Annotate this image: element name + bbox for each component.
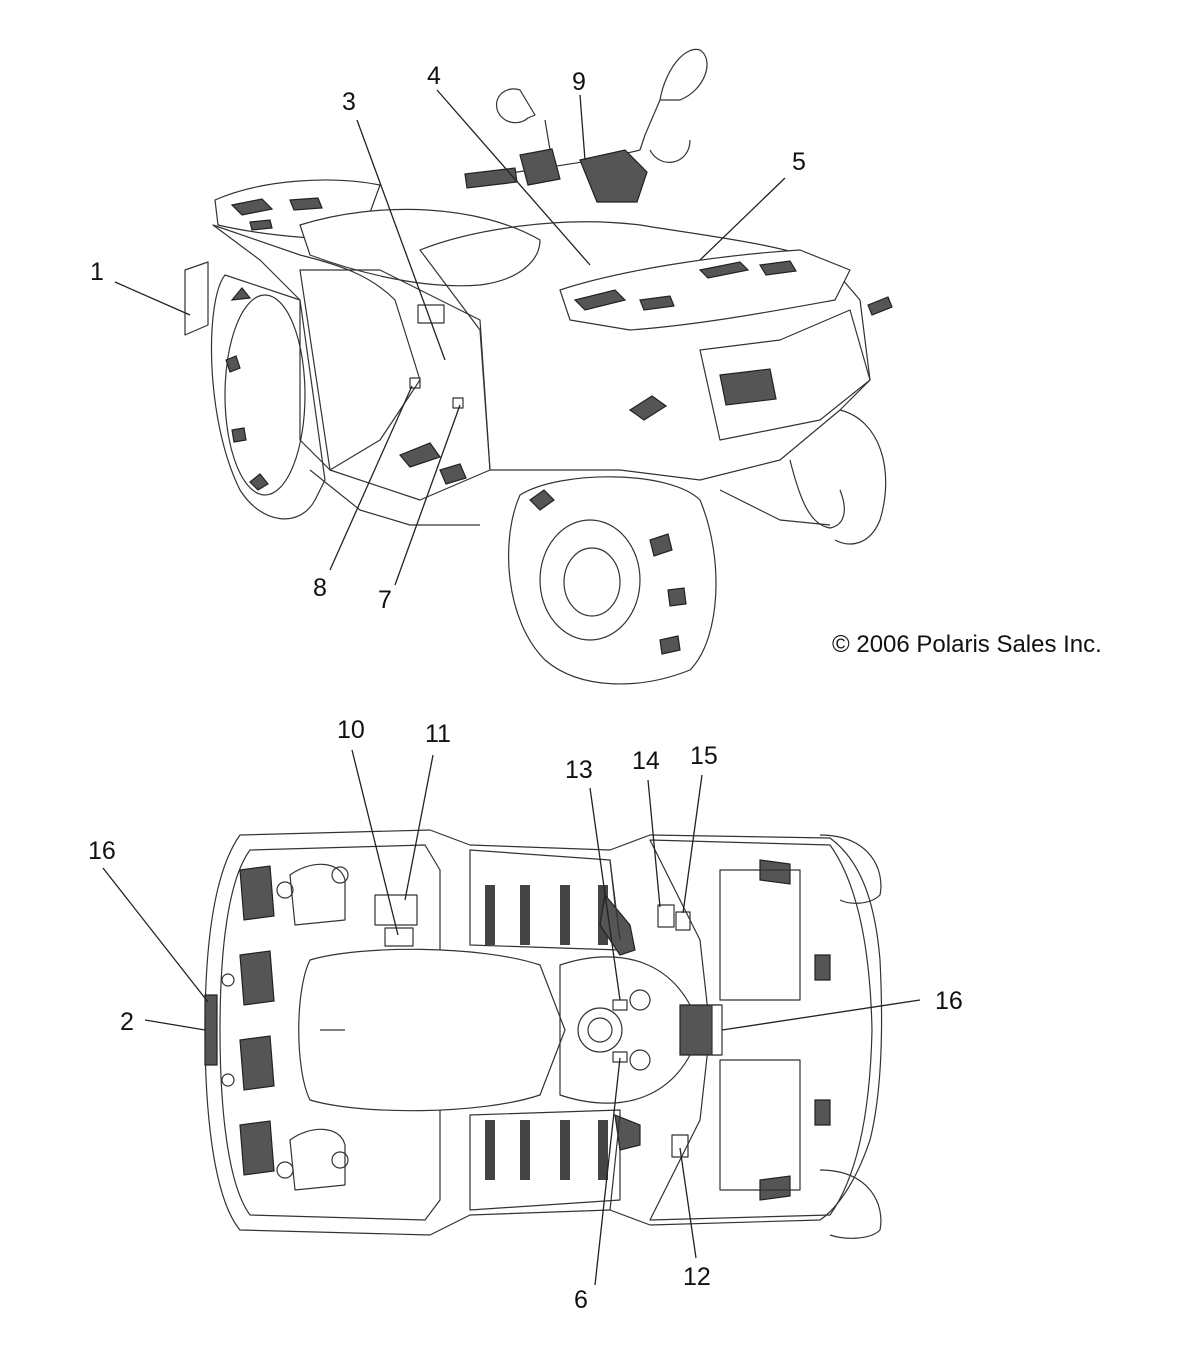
lower-leader-lines [102,749,921,1286]
atv-top-view [204,829,883,1239]
callout-6: 6 [574,1286,588,1314]
rear-wheel [210,274,326,520]
callout-16-right: 16 [935,987,963,1015]
callout-3: 3 [342,88,356,116]
callout-9: 9 [572,68,586,96]
callout-14: 14 [632,747,660,775]
callout-10: 10 [337,716,365,744]
callout-15: 15 [690,742,718,770]
front-wheel [507,476,717,685]
callout-11: 11 [425,720,451,748]
callout-12: 12 [683,1263,711,1291]
callout-2: 2 [120,1008,134,1036]
atv-side-view [184,48,893,685]
atv-body [184,48,893,526]
callout-1: 1 [90,258,104,286]
callout-13: 13 [565,756,593,784]
callout-16-left: 16 [88,837,116,865]
callout-4: 4 [427,62,441,90]
callout-7: 7 [378,586,392,614]
callout-labels: 1 3 4 9 5 8 7 10 11 13 14 15 16 2 16 12 … [88,62,963,1314]
callout-8: 8 [313,574,327,602]
callout-5: 5 [792,148,806,176]
upper-leader-lines [114,89,786,586]
copyright-notice: © 2006 Polaris Sales Inc. [832,631,1102,658]
